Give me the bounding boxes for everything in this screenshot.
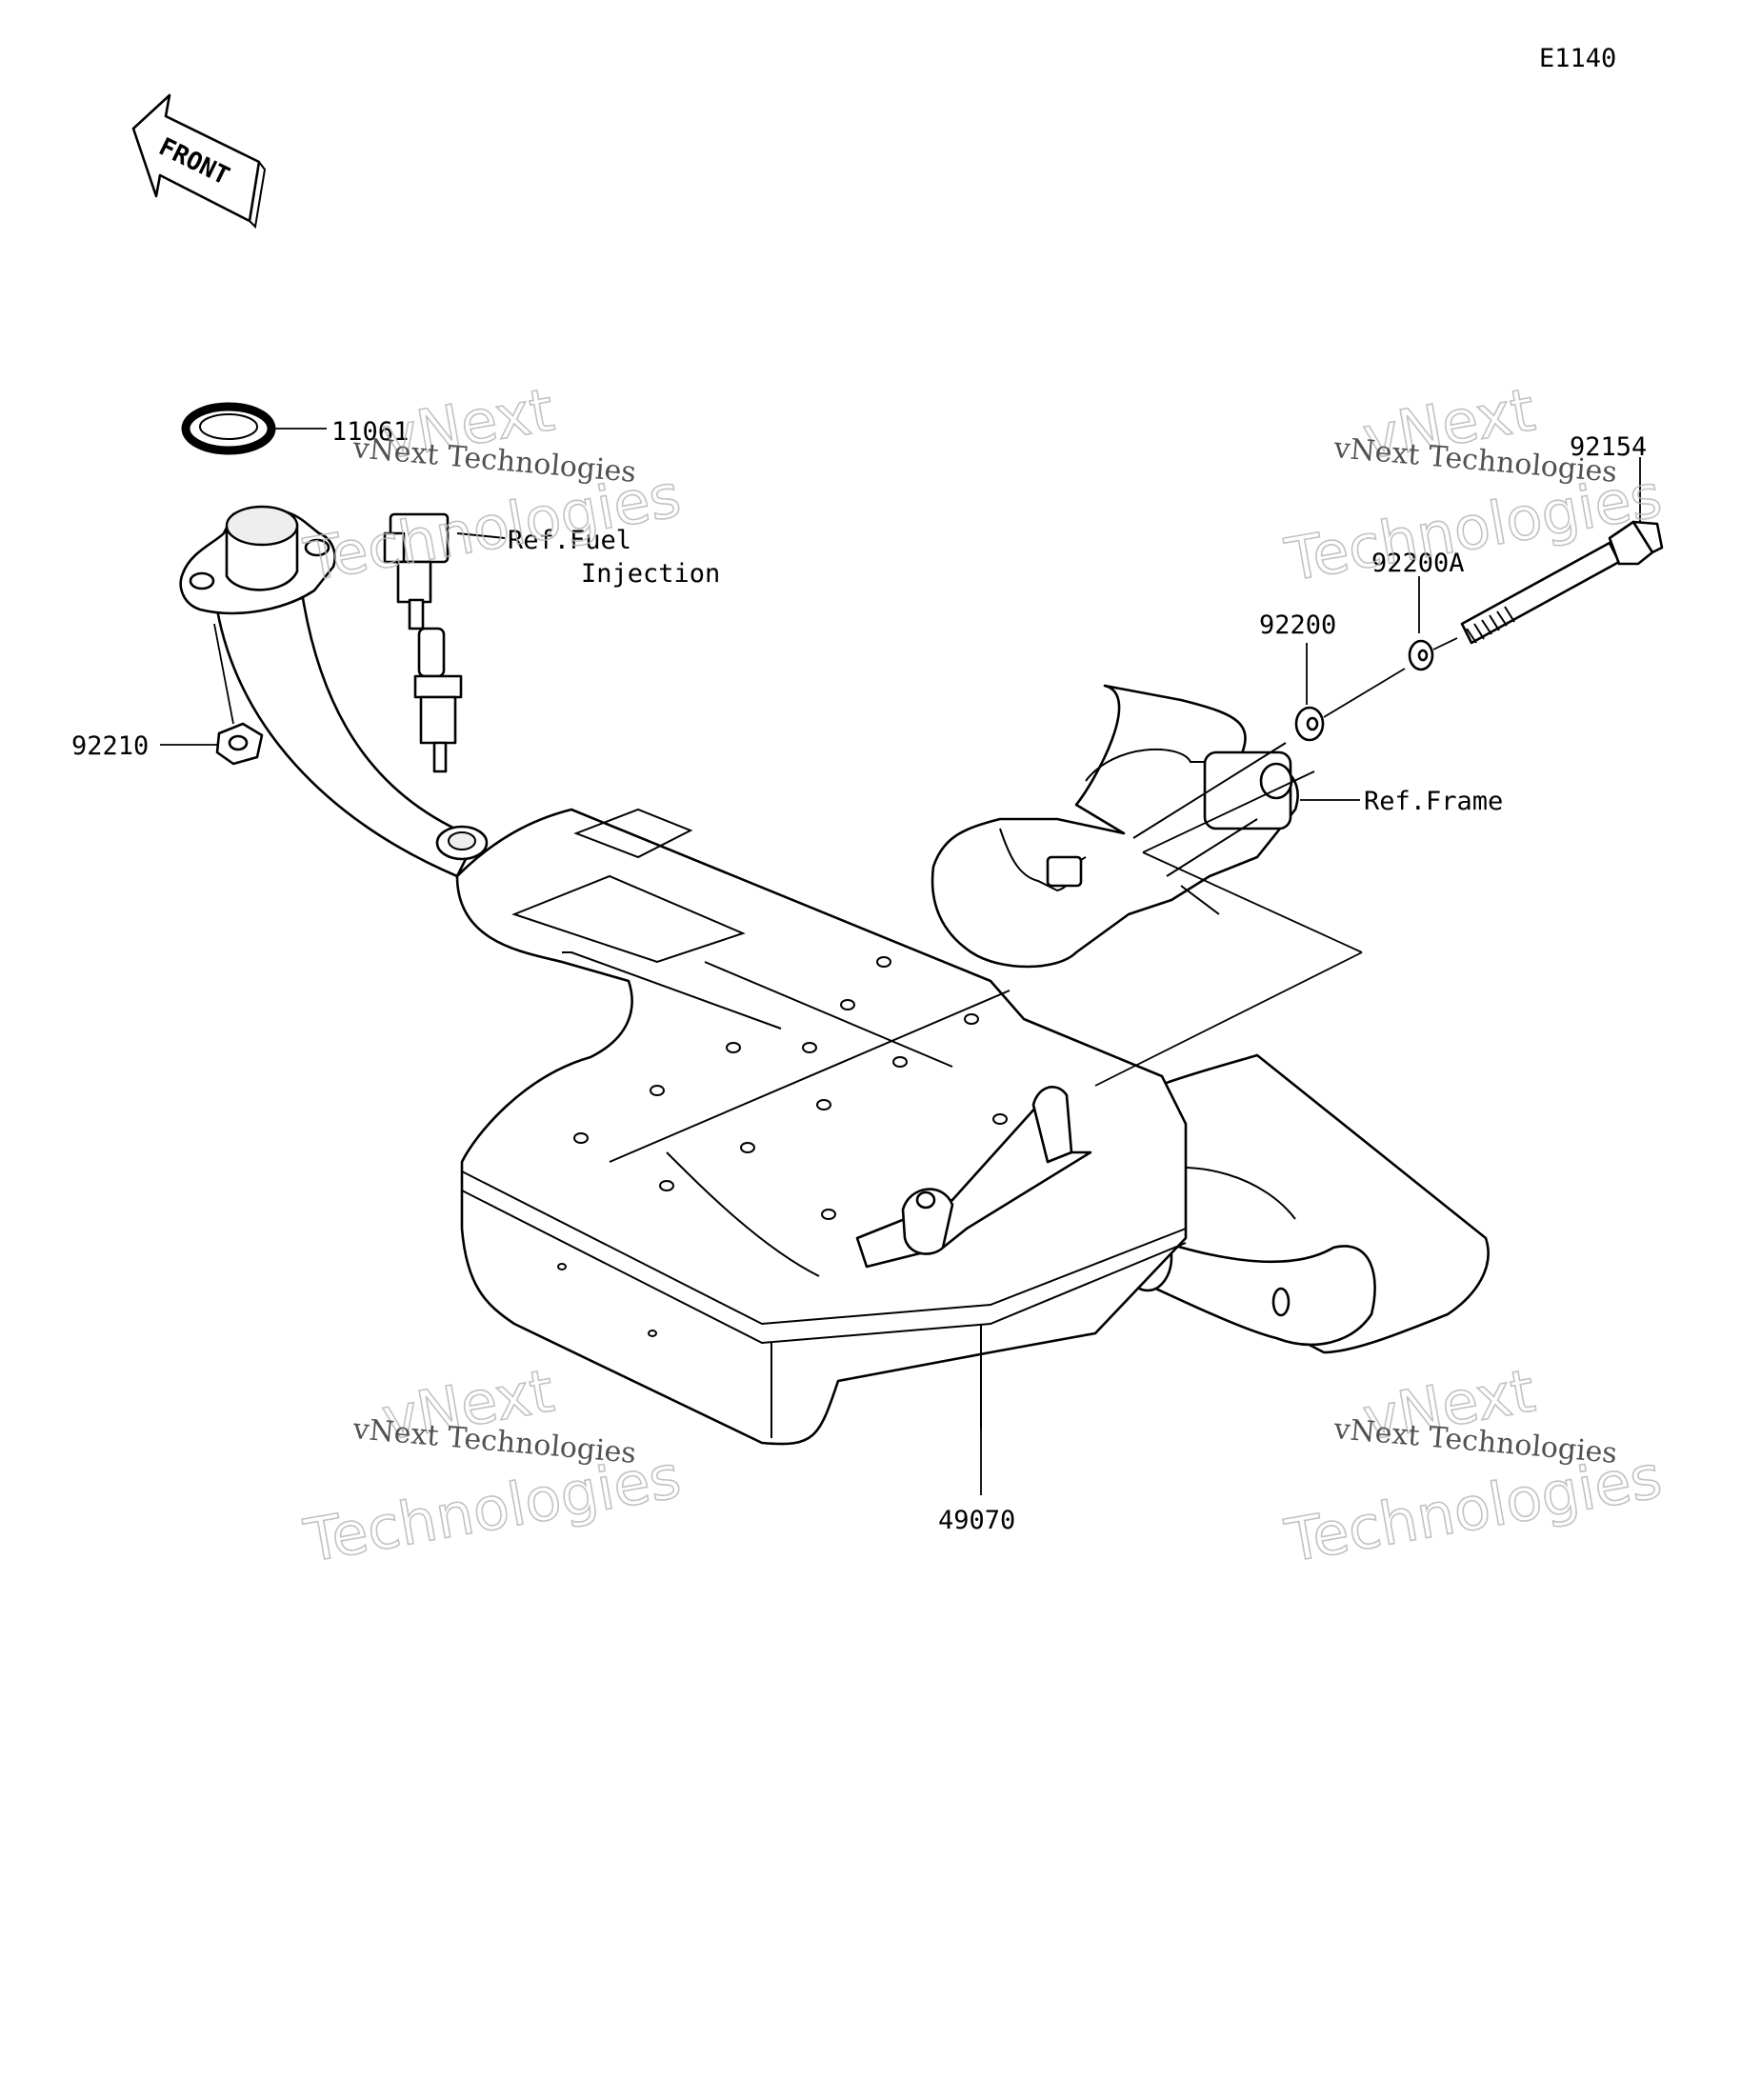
svg-text:Technologies: Technologies	[1280, 460, 1667, 594]
diagram-code: E1140	[1539, 44, 1616, 73]
part-label-92154: 92154	[1570, 432, 1647, 462]
svg-text:Technologies: Technologies	[299, 1441, 686, 1575]
oxygen-sensor	[383, 512, 506, 773]
front-arrow-icon: FRONT	[131, 93, 267, 230]
part-label-92210: 92210	[71, 731, 149, 761]
watermark-bottom-right: vNext vNext Technologies Technologies	[1279, 1355, 1667, 1577]
ref-fuel-injection-line1: Ref.Fuel	[508, 526, 631, 555]
frame-bracket	[931, 684, 1363, 969]
part-label-49070: 49070	[938, 1506, 1015, 1535]
part-label-92200: 92200	[1259, 610, 1336, 640]
bolt-92154	[1460, 520, 1664, 645]
nut-92210	[215, 722, 264, 766]
part-label-11061: 11061	[331, 417, 409, 447]
gasket-ring-11061	[181, 402, 276, 455]
ref-frame: Ref.Frame	[1364, 787, 1503, 816]
part-label-92200A: 92200A	[1371, 549, 1465, 578]
svg-text:Technologies: Technologies	[1280, 1441, 1667, 1575]
lock-washer-92200A	[1408, 639, 1434, 671]
watermark-bottom-left: vNext vNext Technologies Technologies	[298, 1355, 686, 1577]
washer-92200	[1294, 706, 1325, 742]
ref-fuel-injection-line2: Injection	[581, 559, 720, 589]
muffler-49070	[455, 808, 1490, 1446]
sensor-boss	[435, 825, 489, 861]
